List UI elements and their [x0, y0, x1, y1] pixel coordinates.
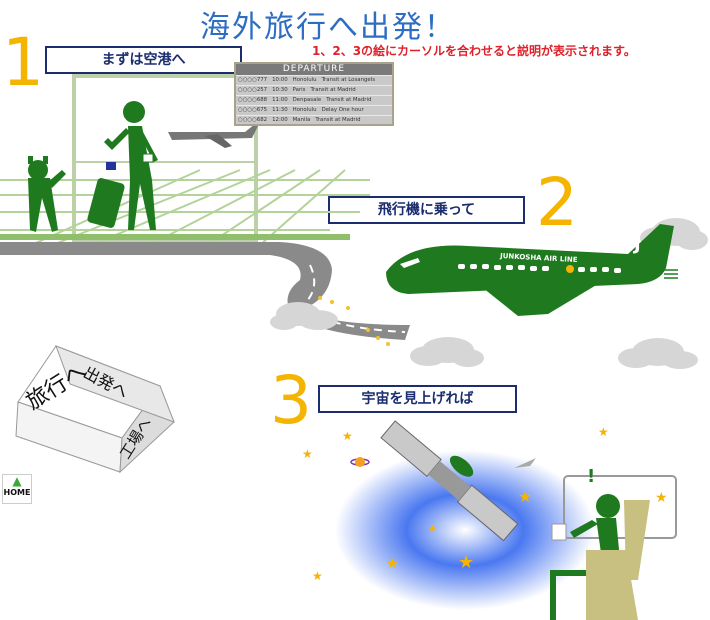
navigation-cube[interactable]: 旅行へ 出発へ 工場へ — [10, 340, 190, 480]
svg-text:★: ★ — [312, 569, 323, 583]
departure-time: 10:30 — [272, 87, 288, 93]
departure-time: 11:30 — [272, 107, 288, 113]
departure-row: ○○○○688 11:00 Denpasale Transit at Madri… — [236, 95, 392, 105]
space-scene-illustration[interactable]: ★★ ★★ ★★ ★★ ★★ ! — [290, 420, 710, 620]
departure-status: Delay One hour — [321, 107, 364, 113]
departure-city: Honolulu — [292, 77, 317, 83]
svg-text:★: ★ — [655, 490, 668, 506]
departure-row: ○○○○682 12:00 Manila Transit at Madrid — [236, 115, 392, 125]
departure-flight: ○○○○688 — [238, 97, 268, 103]
svg-text:★: ★ — [342, 429, 353, 443]
scene-number-3[interactable]: 3 — [270, 362, 312, 439]
departure-status: Transit at Losangels — [321, 77, 376, 83]
svg-text:★: ★ — [386, 556, 399, 572]
svg-text:★: ★ — [428, 524, 437, 535]
scene-label-2[interactable]: 飛行機に乗って — [328, 196, 525, 224]
scene-number-2[interactable]: 2 — [536, 164, 578, 241]
svg-text:★: ★ — [458, 552, 474, 573]
departure-city: Paris — [292, 87, 306, 93]
departure-city: Honolulu — [292, 107, 317, 113]
scene-number-1[interactable]: 1 — [2, 24, 44, 101]
departure-time: 10:00 — [272, 77, 288, 83]
departure-city: Manila — [292, 117, 311, 123]
airplane-scene-illustration[interactable]: JUNKOSHA AIR LINE J — [268, 210, 708, 370]
svg-text:★: ★ — [518, 487, 532, 506]
departure-time: 11:00 — [272, 97, 288, 103]
departure-status: Transit at Madrid — [326, 97, 372, 103]
departure-flight: ○○○○675 — [238, 107, 268, 113]
scene-label-1[interactable]: まずは空港へ — [45, 46, 242, 74]
svg-text:★: ★ — [302, 447, 313, 461]
airline-tail-logo: J — [632, 234, 641, 255]
departure-board-header: DEPARTURE — [236, 64, 392, 75]
departure-board: DEPARTURE ○○○○777 10:00 Honolulu Transit… — [234, 62, 394, 126]
departure-status: Transit at Madrid — [310, 87, 356, 93]
home-button-label: HOME — [3, 488, 31, 497]
page-title: 海外旅行へ出発！ — [200, 10, 456, 45]
departure-city: Denpasale — [292, 97, 322, 103]
departure-row: ○○○○675 11:30 Honolulu Delay One hour — [236, 105, 392, 115]
home-up-arrow-icon: ▲ — [12, 474, 22, 488]
departure-row: ○○○○777 10:00 Honolulu Transit at Losang… — [236, 75, 392, 85]
departure-status: Transit at Madrid — [315, 117, 361, 123]
departure-flight: ○○○○257 — [238, 87, 268, 93]
scene-label-3[interactable]: 宇宙を見上げれば — [318, 385, 517, 413]
departure-flight: ○○○○777 — [238, 77, 268, 83]
svg-text:★: ★ — [598, 425, 609, 439]
home-button[interactable]: ▲ HOME — [2, 474, 32, 504]
departure-time: 12:00 — [272, 117, 288, 123]
instruction-text: 1、2、3の絵にカーソルを合わせると説明が表示されます。 — [312, 44, 636, 58]
departure-row: ○○○○257 10:30 Paris Transit at Madrid — [236, 85, 392, 95]
svg-text:!: ! — [587, 466, 595, 487]
departure-flight: ○○○○682 — [238, 117, 268, 123]
